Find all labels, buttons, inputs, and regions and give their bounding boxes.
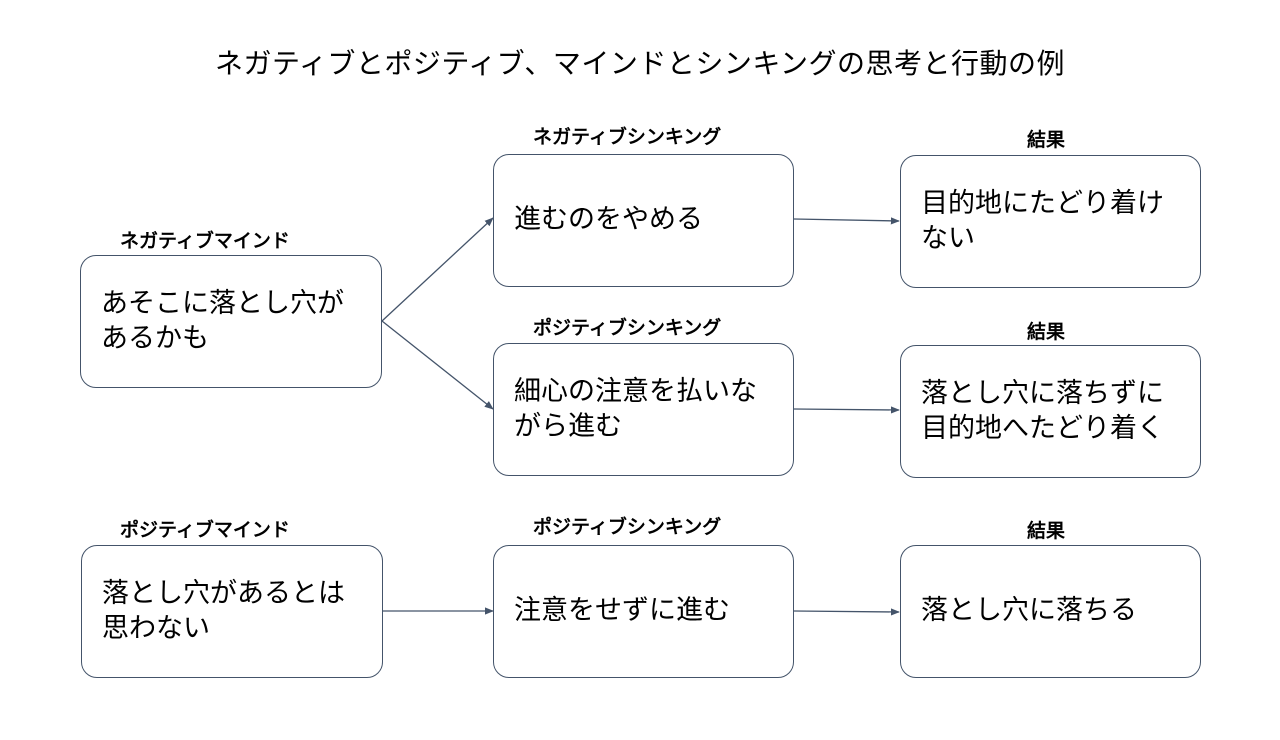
negative-thinking-text: 進むのをやめる — [514, 204, 703, 236]
negative-mind-box: あそこに落とし穴があるかも — [80, 255, 382, 388]
arrow-negative-mind-to-negative-thinking — [381, 217, 494, 322]
negative-mind-text: あそこに落とし穴があるかも — [101, 288, 344, 354]
positive-mind-box: 落とし穴があるとは思わない — [81, 545, 383, 678]
negative-mind-heading: ネガティブマインド — [120, 230, 290, 252]
positive-thinking-box-2: 注意をせずに進む — [493, 545, 794, 678]
positive-thinking-text-1: 細心の注意を払いながら進む — [514, 376, 757, 442]
result-text-1: 目的地にたどり着けない — [921, 188, 1164, 254]
arrow-positive-thinking-to-result-1 — [793, 406, 900, 414]
arrow-negative-mind-to-positive-thinking — [381, 320, 494, 410]
result-box-1: 目的地にたどり着けない — [900, 155, 1201, 288]
result-heading-2: 結果 — [1027, 321, 1066, 343]
positive-mind-heading: ポジティブマインド — [120, 519, 290, 541]
result-box-2: 落とし穴に落ちずに目的地へたどり着く — [900, 345, 1201, 478]
arrow-positive-thinking-to-result-2 — [793, 608, 900, 616]
negative-thinking-heading: ネガティブシンキング — [533, 126, 722, 148]
positive-thinking-text-2: 注意をせずに進む — [514, 595, 730, 627]
positive-mind-text: 落とし穴があるとは思わない — [102, 578, 345, 644]
arrow-negative-thinking-to-result — [793, 217, 900, 225]
negative-thinking-box: 進むのをやめる — [493, 154, 794, 287]
result-text-3: 落とし穴に落ちる — [921, 595, 1137, 627]
result-heading-3: 結果 — [1027, 520, 1066, 542]
diagram-title: ネガティブとポジティブ、マインドとシンキングの思考と行動の例 — [215, 47, 1065, 80]
positive-thinking-heading-1: ポジティブシンキング — [533, 317, 722, 339]
result-text-2: 落とし穴に落ちずに目的地へたどり着く — [921, 378, 1164, 444]
result-heading-1: 結果 — [1027, 129, 1066, 151]
positive-thinking-heading-2: ポジティブシンキング — [533, 516, 722, 538]
result-box-3: 落とし穴に落ちる — [900, 545, 1201, 678]
positive-thinking-box-1: 細心の注意を払いながら進む — [493, 343, 794, 476]
